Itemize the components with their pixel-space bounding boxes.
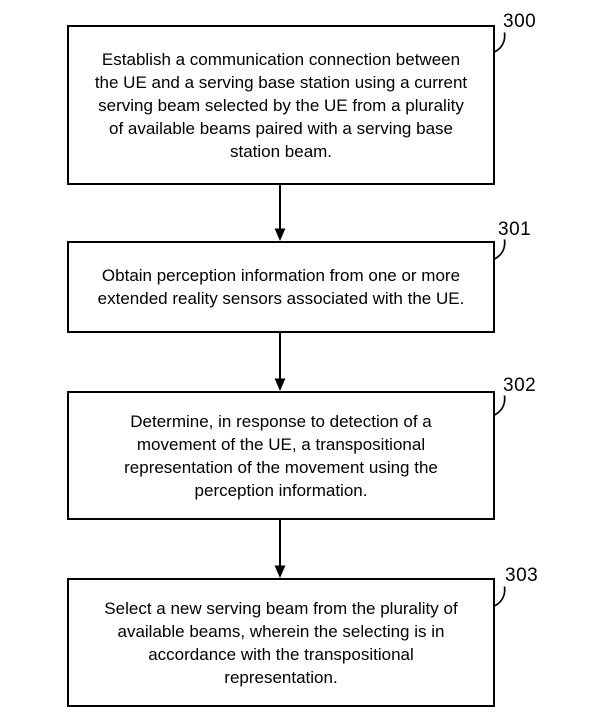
leader-curve-icon — [494, 239, 506, 260]
ref-label-301: 301 — [498, 219, 532, 240]
leader-curve-icon — [494, 586, 506, 607]
flow-step-box-301: Obtain perception information from one o… — [67, 241, 495, 333]
flow-step-box-300: Establish a communication connection bet… — [67, 25, 495, 185]
flow-step-text-300: Establish a communication connection bet… — [94, 49, 468, 161]
down-arrow-icon — [274, 333, 286, 391]
ref-label-303: 303 — [505, 565, 539, 586]
leader-curve-icon — [494, 395, 506, 416]
ref-label-300: 300 — [503, 11, 537, 32]
down-arrow-icon — [274, 185, 286, 241]
leader-curve-icon — [494, 32, 506, 53]
flow-step-box-303: Select a new serving beam from the plura… — [67, 578, 495, 707]
flow-step-box-302: Determine, in response to detection of a… — [67, 391, 495, 520]
flow-step-text-302: Determine, in response to detection of a… — [124, 411, 438, 500]
flow-step-text-301: Obtain perception information from one o… — [97, 266, 465, 308]
ref-label-302: 302 — [503, 375, 537, 396]
down-arrow-icon — [274, 520, 286, 578]
flow-step-text-303: Select a new serving beam from the plura… — [104, 598, 458, 687]
